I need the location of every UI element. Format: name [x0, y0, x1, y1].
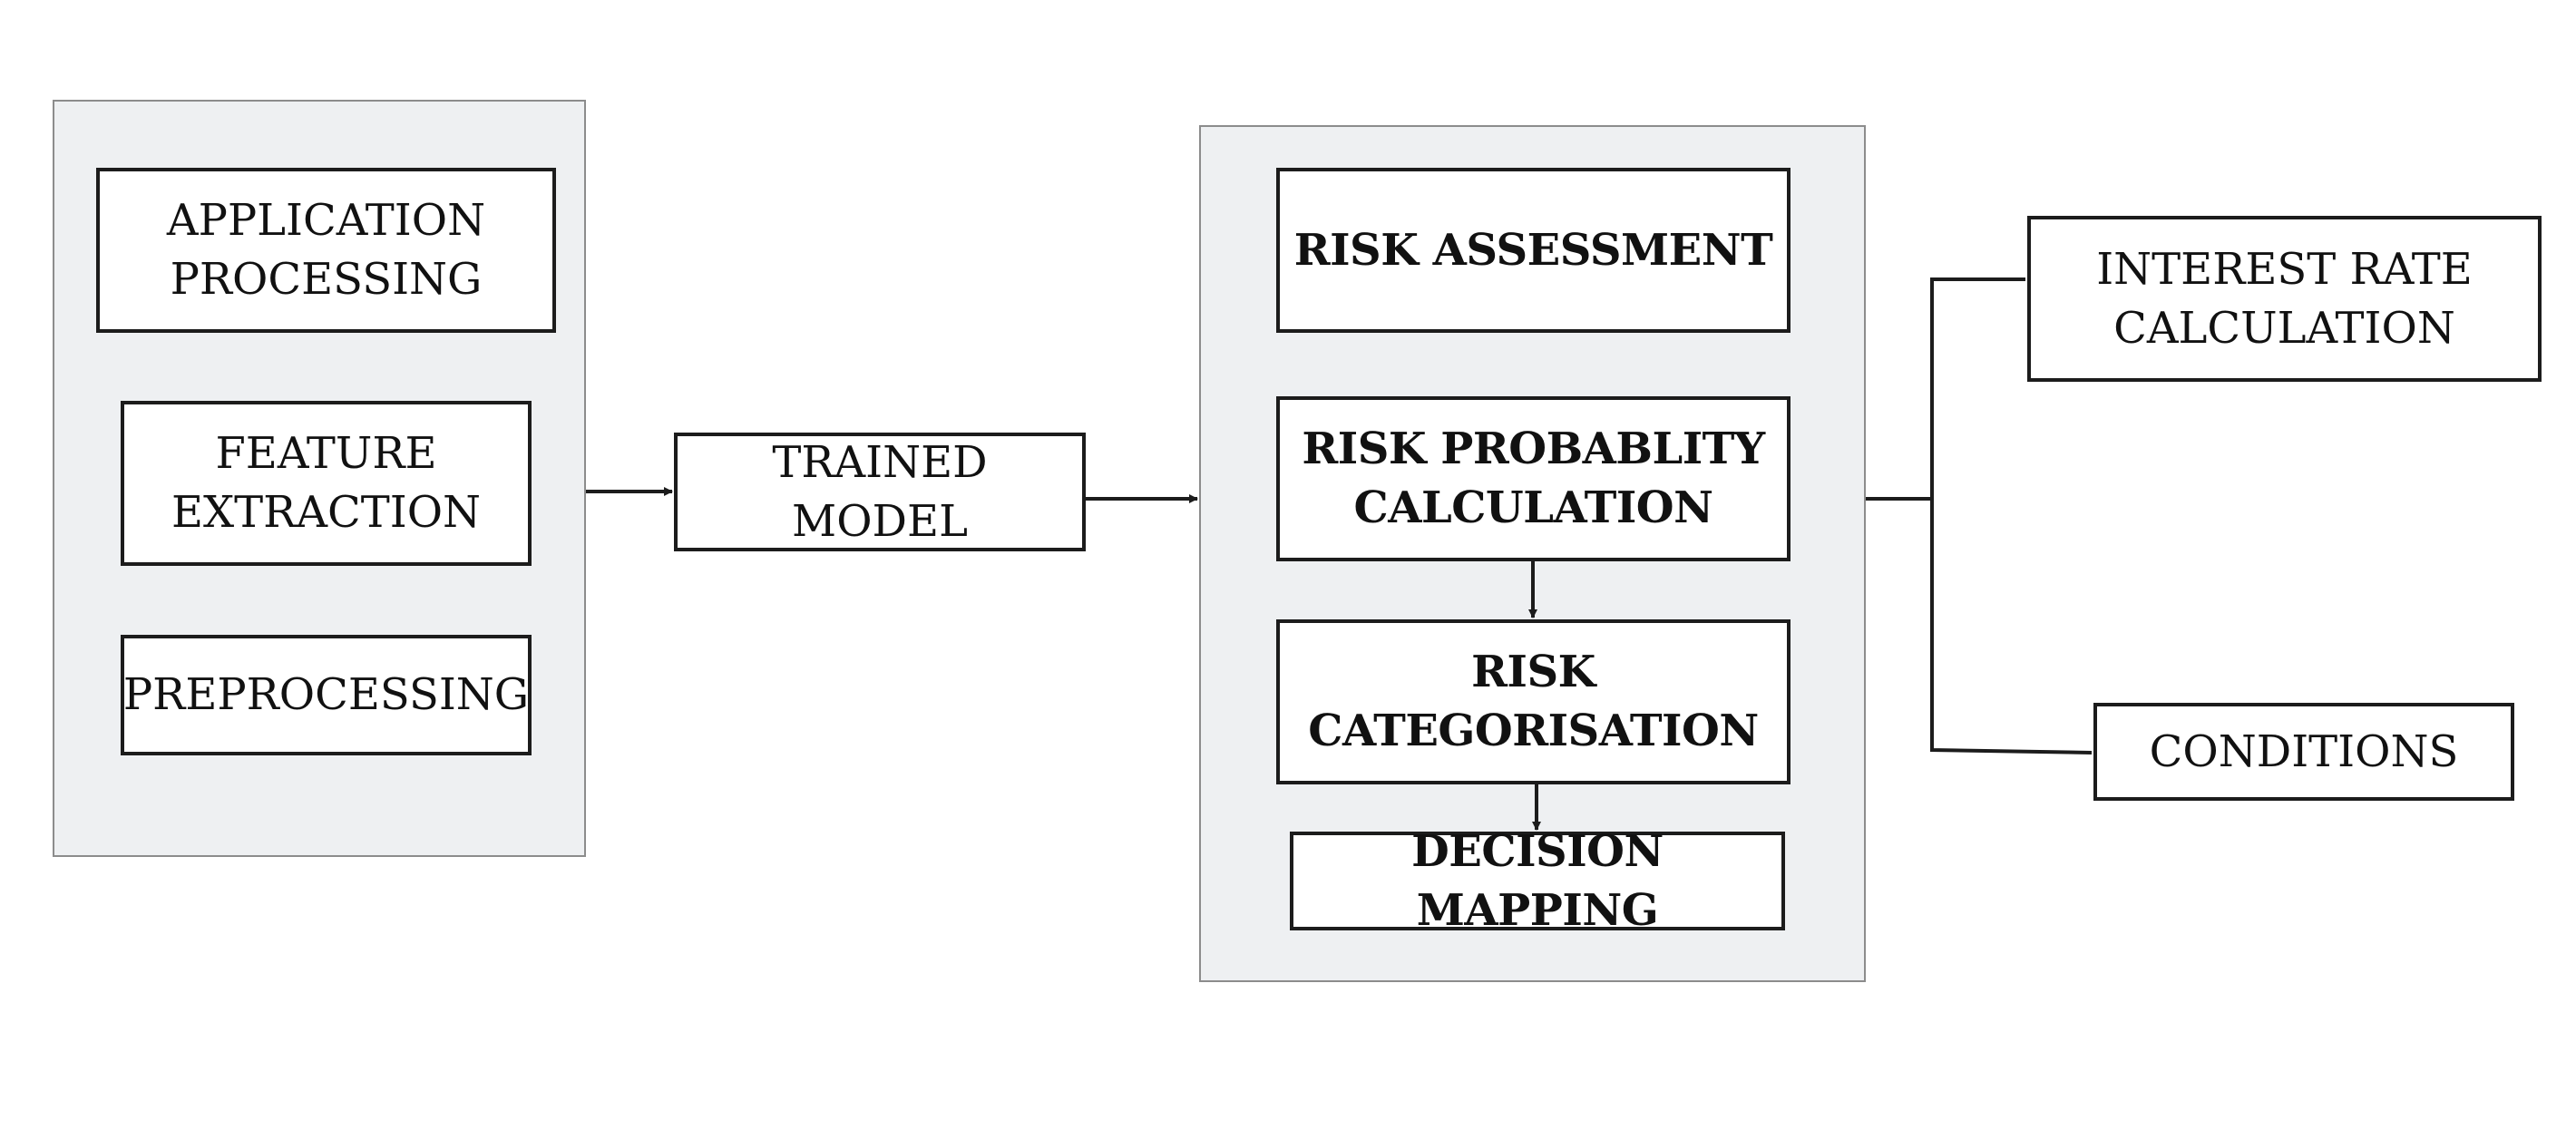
feature-extraction-box: FEATURE EXTRACTION	[121, 401, 532, 566]
preprocessing-box: PREPROCESSING	[121, 635, 532, 755]
conditions-box: CONDITIONS	[2093, 703, 2514, 801]
trained-model-box: TRAINED MODEL	[674, 433, 1086, 551]
output-bracket-stem	[1930, 277, 2093, 754]
interest-rate-calculation-box: INTEREST RATE CALCULATION	[2027, 216, 2542, 382]
application-processing-box: APPLICATION PROCESSING	[96, 168, 556, 333]
risk-categorisation-box: RISK CATEGORISATION	[1276, 619, 1791, 784]
risk-probability-calculation-box: RISK PROBABLITY CALCULATION	[1276, 396, 1791, 561]
decision-mapping-box: DECISION MAPPING	[1290, 826, 1785, 936]
risk-assessment-box: RISK ASSESSMENT	[1276, 168, 1791, 333]
